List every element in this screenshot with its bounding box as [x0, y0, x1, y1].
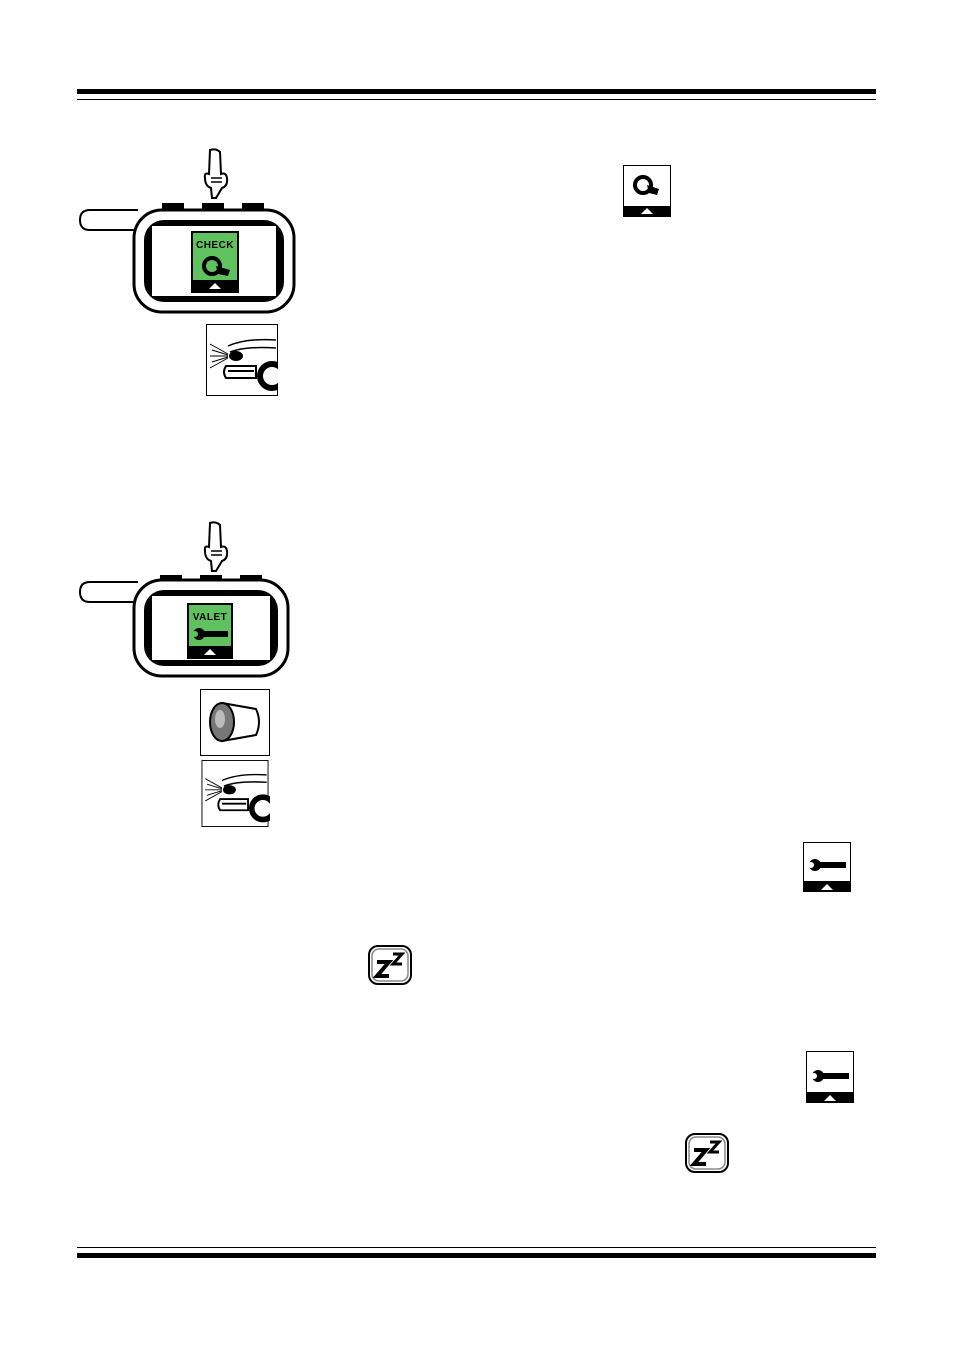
sleep-zz-icon [368, 945, 412, 985]
header-rule-thin [77, 99, 876, 100]
remote-valet: VALET [78, 575, 290, 678]
lcd-label: VALET [193, 612, 228, 623]
remote-button-center[interactable] [202, 203, 224, 211]
parking-lights-icon [201, 760, 270, 827]
check-engine-icon [202, 256, 230, 276]
siren-icon [200, 689, 270, 756]
parking-lights-icon [206, 324, 278, 396]
sleep-zz-icon [685, 1133, 729, 1173]
lcd-label: CHECK [196, 240, 234, 251]
footer-rule-thick [77, 1253, 876, 1258]
wrench-icon [192, 628, 228, 640]
wrench-status-icon [806, 1051, 854, 1103]
pointing-hand-icon [203, 148, 229, 199]
header-rule-thick [77, 89, 876, 94]
remote-button-right[interactable] [242, 203, 264, 211]
check-engine-status-icon [623, 165, 671, 217]
footer-rule-thin [77, 1247, 876, 1248]
remote-button-left[interactable] [162, 203, 184, 211]
wrench-status-icon [803, 842, 851, 892]
pointing-hand-icon [203, 521, 229, 572]
remote-check: CHECK [78, 203, 296, 314]
